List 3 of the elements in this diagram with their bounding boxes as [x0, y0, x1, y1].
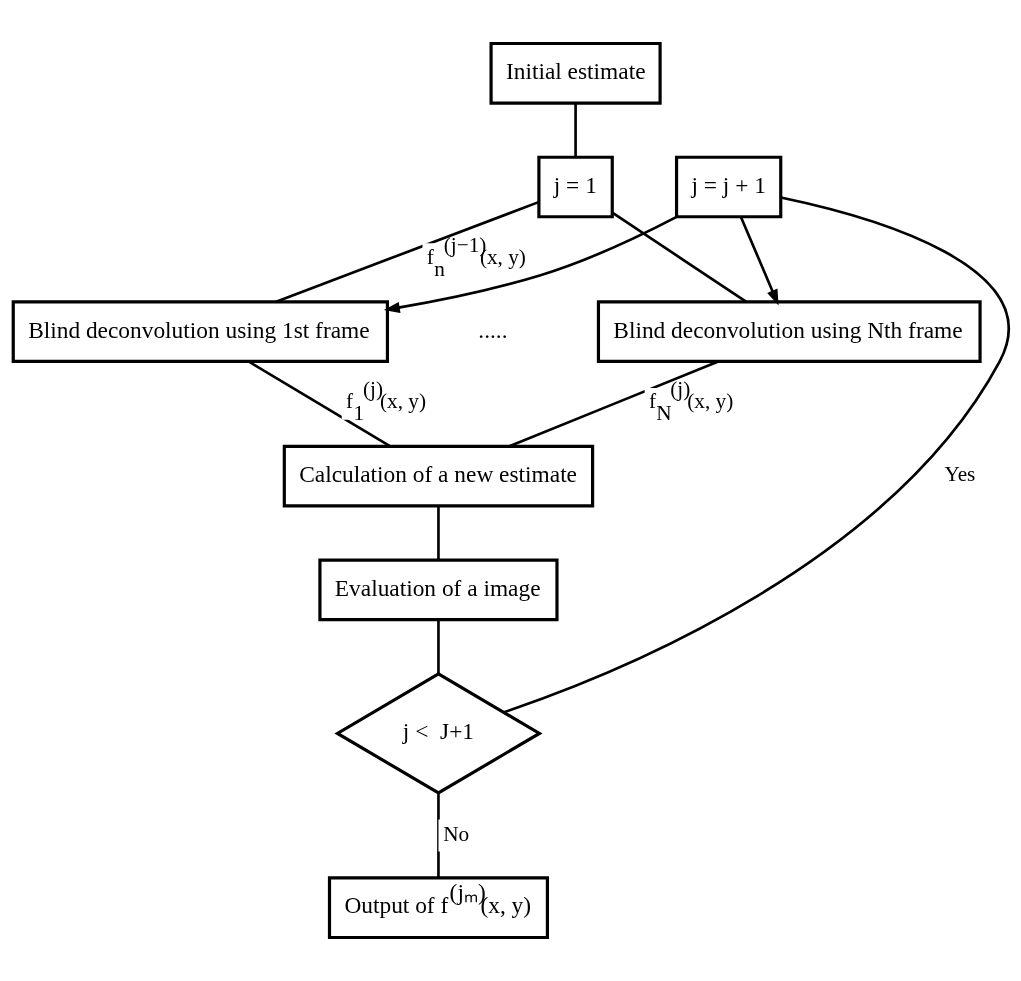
edge-label: No [442, 821, 469, 846]
label: ..... [477, 316, 508, 343]
edge-label: Yes [943, 462, 975, 487]
